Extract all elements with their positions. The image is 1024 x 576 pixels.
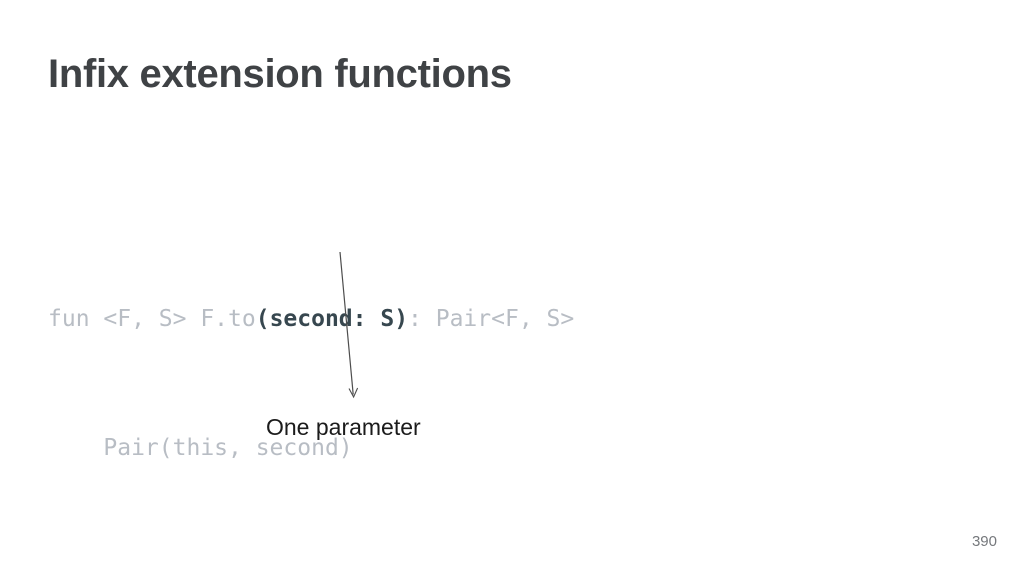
annotation-label: One parameter xyxy=(266,414,421,440)
code-segment-pre: fun <F, S> F.to xyxy=(48,306,256,332)
slide-title: Infix extension functions xyxy=(48,52,512,96)
code-segment-emphasis: (second: S) xyxy=(255,306,409,332)
page-number: 390 xyxy=(971,533,997,550)
code-line-2: Pair(this, second) xyxy=(48,435,353,461)
code-segment-post: : Pair<F, S> xyxy=(408,306,575,332)
code-block: fun <F, S> F.to(second: S): Pair<F, S> P… xyxy=(48,212,574,556)
code-line-1: fun <F, S> F.to(second: S): Pair<F, S> xyxy=(48,298,574,341)
